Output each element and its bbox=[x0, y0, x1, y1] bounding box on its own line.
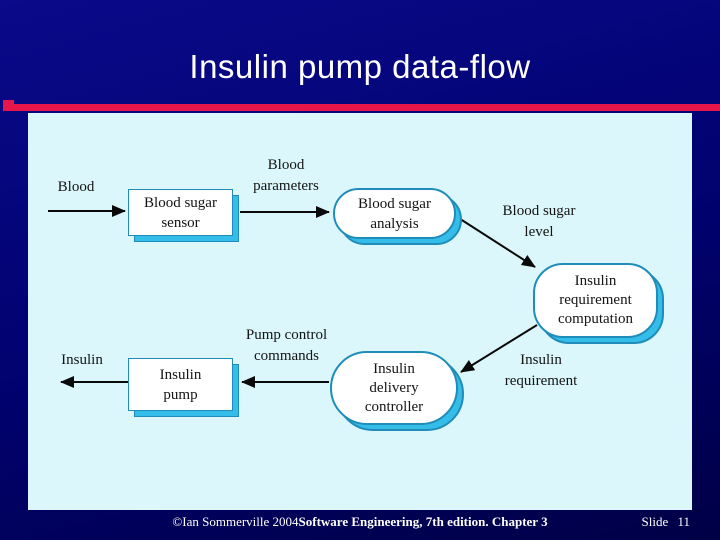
flow-label-line: level bbox=[524, 224, 554, 240]
diagram-panel: Blood Blood sugar sensor Blood parameter… bbox=[28, 113, 692, 510]
flow-arrows bbox=[48, 205, 538, 388]
node-label-line: Insulin bbox=[373, 360, 415, 377]
node-body: Insulin requirement computation bbox=[533, 263, 658, 338]
flow-label-line: parameters bbox=[253, 178, 319, 194]
page-title: Insulin pump data-flow bbox=[189, 48, 531, 85]
flow-label-line: Blood bbox=[57, 179, 95, 195]
node-insulin-requirement-computation: Insulin requirement computation bbox=[533, 263, 664, 344]
node-label-line: controller bbox=[364, 398, 424, 415]
accent-divider-line bbox=[3, 104, 720, 111]
node-label-line: Insulin bbox=[574, 273, 617, 289]
node-insulin-delivery-controller: Insulin delivery controller bbox=[330, 351, 464, 431]
flow-label-insulin: Insulin bbox=[54, 350, 110, 371]
copyright-bold: Software Engineering, 7th edition. Chapt… bbox=[298, 514, 548, 529]
arrow-analysis-to-computation bbox=[453, 214, 536, 268]
flow-label-insulin-requirement: Insulin requirement bbox=[492, 350, 590, 392]
node-label-line: sensor bbox=[161, 214, 200, 231]
node-label-line: Blood sugar bbox=[144, 194, 217, 211]
node-blood-sugar-sensor: Blood sugar sensor bbox=[128, 189, 239, 242]
flow-label-line: Blood sugar bbox=[502, 203, 576, 219]
copyright-regular: ©Ian Sommerville 2004 bbox=[172, 514, 299, 529]
flow-label-line: Insulin bbox=[520, 352, 562, 368]
node-label-line: computation bbox=[558, 311, 633, 327]
slide-number: Slide 11 bbox=[641, 514, 691, 529]
node-label-line: analysis bbox=[370, 215, 419, 232]
flow-label-line: commands bbox=[254, 348, 319, 364]
flow-label-line: Blood bbox=[267, 157, 305, 173]
flow-label-pump-control-commands: Pump control commands bbox=[239, 325, 334, 367]
node-body: Blood sugar analysis bbox=[333, 188, 456, 239]
flow-label-blood-parameters: Blood parameters bbox=[240, 155, 332, 197]
accent-notch bbox=[3, 100, 14, 106]
node-label-line: requirement bbox=[559, 292, 632, 308]
flow-label-line: Insulin bbox=[61, 352, 103, 368]
node-body: Blood sugar sensor bbox=[128, 189, 233, 236]
node-blood-sugar-analysis: Blood sugar analysis bbox=[333, 188, 462, 245]
footer-copyright: ©Ian Sommerville 2004Software Engineerin… bbox=[0, 514, 720, 530]
node-body: Insulin pump bbox=[128, 358, 233, 411]
node-label-line: pump bbox=[163, 386, 198, 403]
node-label-line: Blood sugar bbox=[358, 195, 431, 212]
node-insulin-pump: Insulin pump bbox=[128, 358, 239, 417]
arrow-computation-to-controller bbox=[460, 324, 538, 373]
flow-label-line: Pump control bbox=[245, 327, 328, 343]
node-body: Insulin delivery controller bbox=[330, 351, 458, 425]
flow-label-blood: Blood bbox=[46, 177, 106, 198]
flow-label-line: requirement bbox=[504, 373, 578, 389]
node-label-line: delivery bbox=[369, 379, 419, 396]
flow-label-blood-sugar-level: Blood sugar level bbox=[483, 201, 595, 243]
node-label-line: Insulin bbox=[159, 366, 202, 383]
